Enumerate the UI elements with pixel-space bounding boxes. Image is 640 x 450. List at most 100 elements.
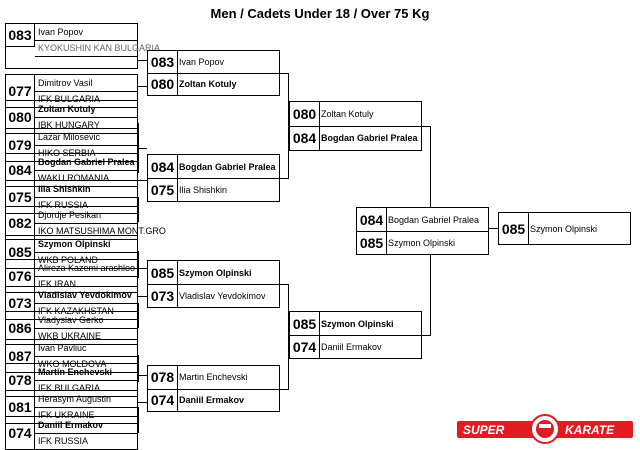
entry-8: 076 Alireza Kazemi arashloo IFK IRAN (5, 259, 138, 293)
connector-line (422, 126, 430, 127)
entry-seed: 079 (6, 129, 35, 161)
entry-club: WKB POLAND (38, 255, 99, 265)
entry-name: Ivan Popov (35, 24, 137, 41)
winner-seed: 085 (499, 213, 529, 244)
entry-name: Lazar Milosevic (35, 129, 137, 146)
entry-4: 084 Bogdan Gabriel Pralea WAKU ROMANIA (5, 153, 138, 187)
entry-seed: 087 (6, 340, 35, 372)
logo-graphic (457, 414, 633, 444)
match-seed: 075 (148, 178, 178, 201)
entry-name: Alireza Kazemi arashloo (35, 260, 137, 277)
connector-line (138, 268, 147, 269)
logo-text-right: KARATE (565, 423, 615, 437)
match-seed: 083 (148, 51, 178, 73)
connector-line (422, 335, 430, 336)
entry-club: IFK BULGARIA (38, 94, 101, 104)
entry-6: 082 Djordje Pesikan IKO MATSUSHIMA MONT.… (5, 206, 166, 240)
entry-club: WAKU ROMANIA (38, 173, 110, 183)
entry-seed: 082 (6, 207, 35, 239)
entry-club: KYOKUSHIN KAN BULGARIA (35, 40, 160, 57)
entry-12: 078 Martin Enchevski IFK BULGARIA (5, 363, 138, 397)
entry-name: Djordje Pesikan (35, 207, 137, 224)
match-name: Daniil Ermakov (179, 394, 245, 405)
entry-seed: 077 (6, 75, 35, 107)
entry-seed: 075 (6, 181, 35, 213)
connector-line (430, 126, 431, 207)
entry-5: 075 Ilia Shishkin IFK RUSSIA (5, 180, 138, 214)
entry-seed: 073 (6, 287, 35, 319)
entry-seed: 080 (6, 101, 35, 133)
match-name: Szymon Olpinski (388, 237, 456, 248)
connector-line (138, 296, 147, 297)
connector-line (280, 389, 289, 390)
connector-line (138, 375, 147, 376)
entry-seed: 083 (6, 24, 35, 47)
match-name: Martin Enchevski (179, 372, 248, 383)
match-name: Szymon Olpinski (179, 267, 252, 278)
entry-seed: 085 (6, 236, 35, 268)
match-seed: 074 (290, 335, 320, 358)
entry-7: 085 Szymon Olpinski WKB POLAND (5, 235, 138, 269)
entry-name: Dimitrov Vasil (35, 75, 137, 92)
match-seed: 084 (290, 126, 320, 150)
fist-core-icon (536, 420, 554, 438)
match-name: Daniil Ermakov (321, 341, 382, 352)
entry-club: WKO MOLDOVA (38, 359, 107, 369)
match-name: Bogdan Gabriel Pralea (321, 133, 418, 143)
match-seed: 074 (148, 388, 178, 411)
entry-0: 083 Ivan Popov KYOKUSHIN KAN BULGARIA (5, 23, 160, 69)
match-seed: 078 (148, 366, 178, 389)
entry-club: IKO MATSUSHIMA MONT.GRO (38, 226, 166, 236)
entry-name: Herasym Augustin (35, 391, 137, 408)
entry-name: Bogdan Gabriel Pralea (35, 154, 137, 171)
connector-line (138, 86, 147, 87)
entry-name: Ilia Shishkin (35, 181, 137, 198)
match-name: Szymon Olpinski (321, 318, 394, 329)
connector-line (138, 355, 139, 382)
connector-line (489, 228, 498, 229)
entry-seed: 086 (6, 312, 35, 344)
connector-line (280, 178, 289, 179)
entry-1: 077 Dimitrov Vasil IFK BULGARIA (5, 74, 138, 108)
entry-14: 074 Daniil Ermakov IFK RUSSIA (5, 416, 138, 450)
connector-line (288, 284, 289, 389)
match-seed: 085 (357, 231, 387, 254)
entry-name: Vladyslav Gerko (35, 312, 137, 329)
logo-text-left: SUPER (463, 423, 505, 437)
match-name: Zoltan Kotuly (179, 79, 237, 89)
entry-name: Daniil Ermakov (35, 417, 137, 434)
connector-line (138, 402, 147, 403)
match-seed: 084 (357, 208, 387, 231)
connector-line (280, 284, 289, 285)
entry-10: 086 Vladyslav Gerko WKB UKRAINE (5, 311, 138, 345)
fist-knuckles-icon (539, 424, 551, 428)
match-seed: 085 (290, 312, 320, 335)
entry-club: IFK BULGARIA (38, 383, 101, 393)
entry-name: Szymon Olpinski (35, 236, 137, 253)
entry-name: Martin Enchevski (35, 364, 137, 381)
match-seed: 080 (148, 73, 178, 95)
connector-line (138, 197, 139, 222)
connector-line (138, 148, 147, 149)
winner-name: Szymon Olpinski (530, 223, 598, 234)
super-karate-logo: SUPER KARATE (457, 414, 633, 444)
page-title: Men / Cadets Under 18 / Over 75 Kg (210, 6, 430, 21)
match-name: Bogdan Gabriel Pralea (388, 214, 480, 225)
entry-club: IFK RUSSIA (38, 436, 89, 446)
connector-line (430, 255, 431, 336)
entry-club: IBK HUNGARY (38, 120, 100, 130)
entry-seed: 076 (6, 260, 35, 292)
entry-seed: 078 (6, 364, 35, 396)
entry-name: Ivan Pavliuc (35, 340, 137, 357)
match-name: Vladislav Yevdokimov (179, 290, 266, 301)
match-name: Zoltan Kotuly (321, 109, 374, 119)
entry-name: Vladislav Yevdokimov (35, 287, 137, 304)
entry-11: 087 Ivan Pavliuc WKO MOLDOVA (5, 339, 138, 373)
entry-13: 081 Herasym Augustin IFK UKRAINE (5, 390, 138, 424)
entry-seed: 084 (6, 154, 35, 186)
entry-club: IFK RUSSIA (38, 200, 89, 210)
